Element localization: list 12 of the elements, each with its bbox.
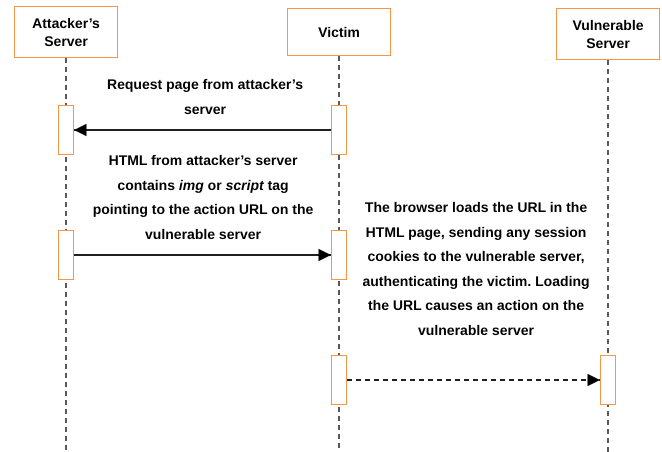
activation-bar [600, 355, 616, 405]
activation-bar [58, 230, 74, 280]
message-arrow [347, 374, 600, 386]
activation-bar [331, 230, 347, 280]
participant-box: Victim [287, 8, 391, 56]
message-arrow [74, 124, 331, 136]
participant-box: Vulnerable Server [556, 8, 660, 60]
participant-box: Attacker’s Server [14, 6, 118, 58]
activation-bar [331, 355, 347, 405]
activation-bar [331, 105, 347, 155]
message-arrow [74, 248, 331, 262]
activation-bar [58, 105, 74, 155]
